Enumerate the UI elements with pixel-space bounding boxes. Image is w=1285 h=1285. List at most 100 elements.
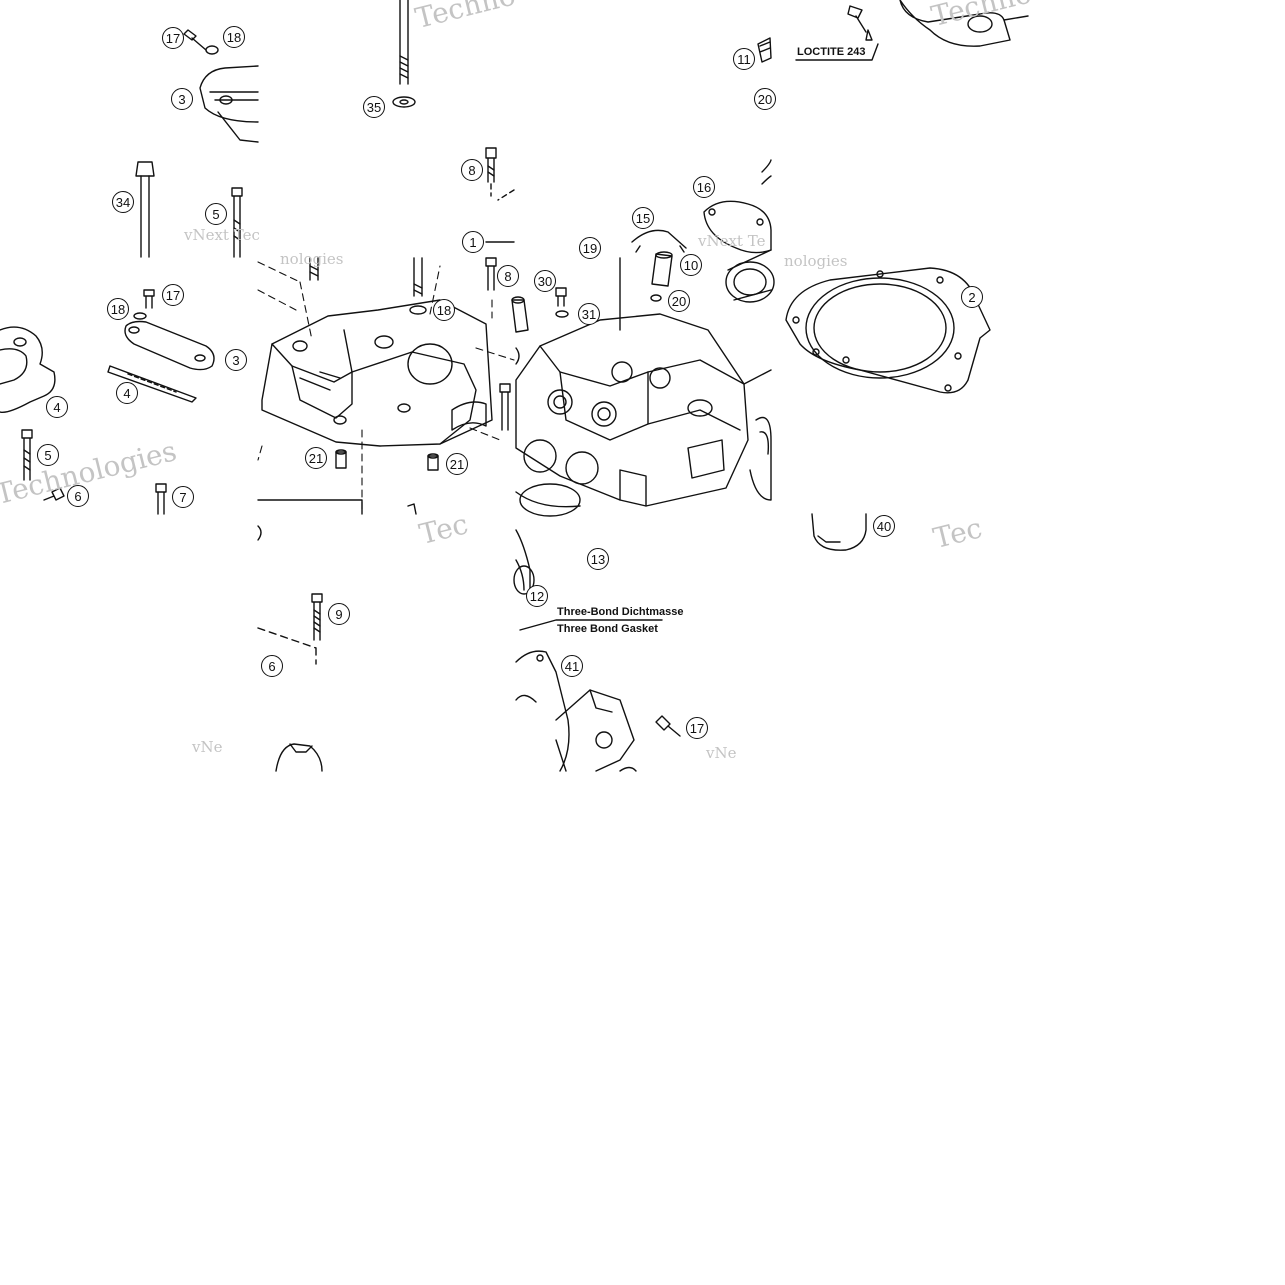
- bolt-stub-tile6: [407, 503, 417, 515]
- callout-3: 3: [171, 88, 193, 110]
- callout-19: 19: [579, 237, 601, 259]
- note-loctite-243: LOCTITE 243: [797, 46, 866, 58]
- watermark: vNe: [706, 744, 737, 762]
- callout-8: 8: [461, 159, 483, 181]
- washer-31: [555, 310, 569, 318]
- bolt-17a: [183, 29, 207, 51]
- callout-6: 6: [261, 655, 283, 677]
- threebond-leader: [519, 619, 663, 631]
- bolt-5b: [21, 429, 33, 481]
- callout-5: 5: [37, 444, 59, 466]
- bolt-8a: [485, 147, 515, 201]
- cylinder-head: [515, 313, 772, 507]
- callout-8: 8: [497, 265, 519, 287]
- callout-21: 21: [305, 447, 327, 469]
- bolt-7: [155, 483, 167, 515]
- callout-16: 16: [693, 176, 715, 198]
- callout-41: 41: [561, 655, 583, 677]
- washer-18a: [205, 45, 219, 55]
- callout-6: 6: [67, 485, 89, 507]
- callout-17: 17: [686, 717, 708, 739]
- bolt-right-tile6: [499, 383, 511, 431]
- callout-21: 21: [446, 453, 468, 475]
- callout-13: 13: [587, 548, 609, 570]
- edge-tile10: [257, 525, 262, 541]
- callout-2: 2: [961, 286, 983, 308]
- note-threebond-dichtmasse: Three-Bond Dichtmasse: [557, 606, 684, 618]
- watermark: nologies: [280, 250, 344, 268]
- bracket-15: [631, 229, 687, 253]
- callout-40: 40: [873, 515, 895, 537]
- callout-17: 17: [162, 27, 184, 49]
- head-gasket-2: [785, 267, 991, 394]
- sleeve-10: [651, 251, 673, 287]
- note-threebond-gasket: Three Bond Gasket: [557, 623, 658, 635]
- sleeve-right-tile7: [511, 296, 529, 333]
- camshaft-housing: [261, 299, 493, 447]
- callout-30: 30: [534, 270, 556, 292]
- loctite-leader: [795, 43, 879, 61]
- bolt-5a: [231, 187, 243, 258]
- dashed-guide-tile10: [257, 627, 317, 665]
- callout-4: 4: [46, 396, 68, 418]
- callout-5: 5: [205, 203, 227, 225]
- part-edge-right: [761, 159, 772, 185]
- edge-bottom-tile11: [619, 766, 637, 772]
- bolt-17c: [655, 715, 681, 737]
- callout-15: 15: [632, 207, 654, 229]
- dashed-guides-tile6: [257, 261, 515, 515]
- intake-rubber-12: [513, 529, 535, 595]
- callout-18: 18: [223, 26, 245, 48]
- watermark: vNe: [192, 738, 223, 756]
- bolt-30: [555, 287, 567, 307]
- stud-top-tile6: [309, 257, 319, 281]
- oring-20b: [650, 294, 662, 302]
- bolt-loctite: [847, 5, 873, 41]
- cover-edge-tile7: [749, 416, 772, 501]
- callout-1: 1: [462, 231, 484, 253]
- part-40: [811, 513, 867, 551]
- callout-20: 20: [754, 88, 776, 110]
- callout-7: 7: [172, 486, 194, 508]
- gasket-16: [703, 200, 772, 254]
- cover-41: [555, 689, 635, 772]
- watermark: vNext Tec: [184, 226, 260, 244]
- callout-34: 34: [112, 191, 134, 213]
- gasket-4b: [107, 365, 197, 403]
- cover-gasket-41: [515, 650, 570, 772]
- stud-bolt-34: [135, 161, 155, 258]
- dowel-21a: [335, 449, 347, 469]
- callout-35: 35: [363, 96, 385, 118]
- watermark: nologies: [784, 252, 848, 270]
- washer-18c: [133, 312, 147, 320]
- callout-9: 9: [328, 603, 350, 625]
- valve-cover-top-a: [199, 65, 259, 143]
- callout-10: 10: [680, 254, 702, 276]
- callout-4: 4: [116, 382, 138, 404]
- callout-17: 17: [162, 284, 184, 306]
- callout-31: 31: [578, 303, 600, 325]
- plug-11: [757, 37, 772, 63]
- frame-line-tile6: [257, 499, 363, 515]
- valve-cover-left: [0, 326, 56, 413]
- cover-plate-3b: [124, 320, 215, 371]
- stud-18b: [409, 257, 427, 315]
- callout-3: 3: [225, 349, 247, 371]
- callout-18: 18: [433, 299, 455, 321]
- callout-11: 11: [733, 48, 755, 70]
- cylinder-cap-top: [899, 0, 1029, 47]
- callout-18: 18: [107, 298, 129, 320]
- bolt-6a-small: [43, 487, 65, 501]
- intake-flange: [725, 249, 775, 303]
- edge-left-tile7: [515, 347, 520, 365]
- bolt-8b-lower: [485, 257, 497, 291]
- dowel-21b: [427, 453, 439, 471]
- pump-cover-stub: [275, 743, 323, 772]
- bolt-9: [311, 593, 323, 641]
- clamp-tile7: [515, 483, 581, 517]
- callout-20: 20: [668, 290, 690, 312]
- bolt-17b: [143, 289, 155, 309]
- watermark: vNext Te: [698, 232, 766, 250]
